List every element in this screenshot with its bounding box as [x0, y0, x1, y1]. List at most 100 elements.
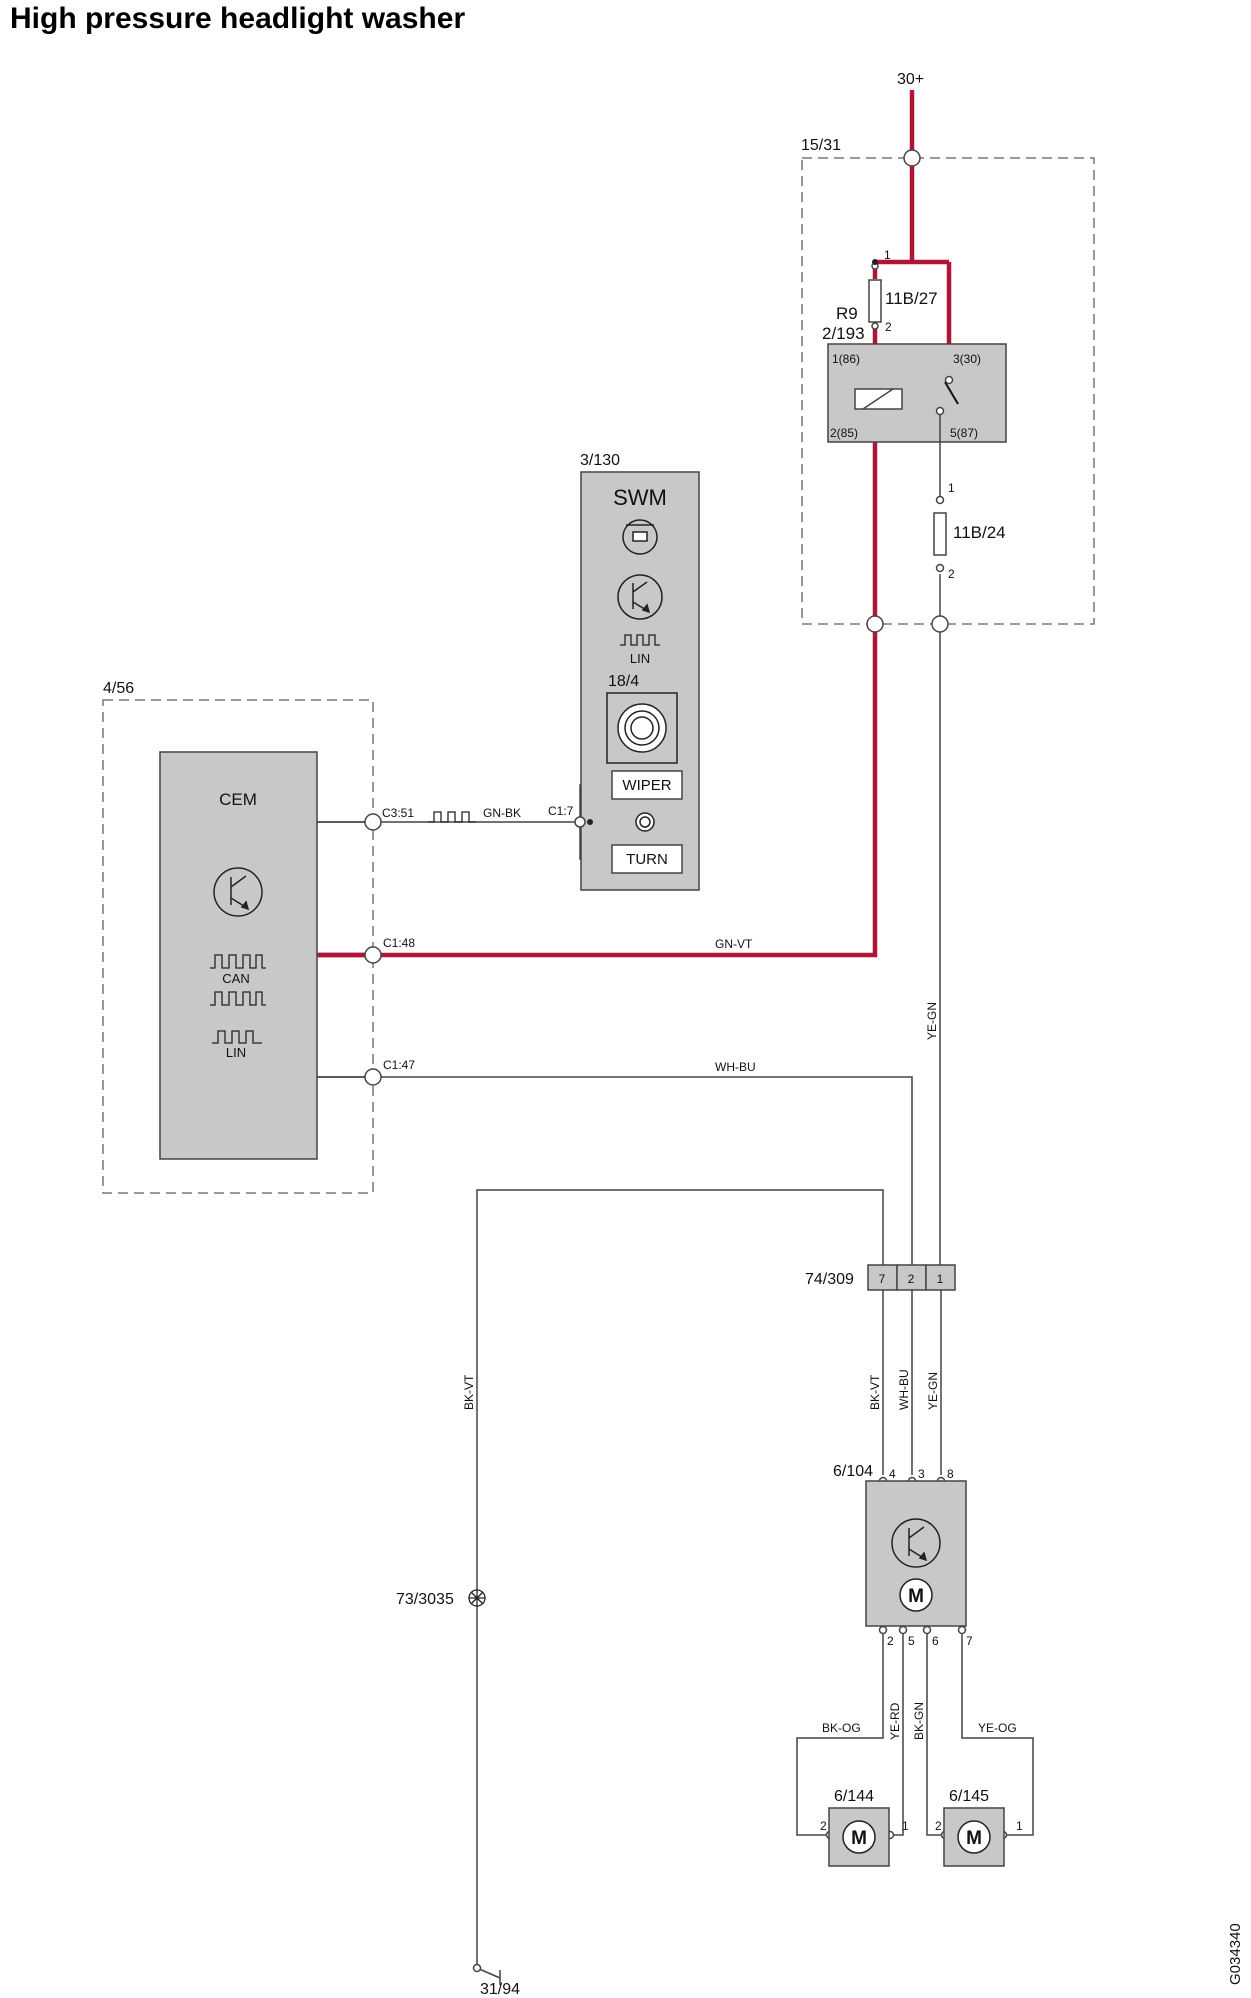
ground-node: [472, 1963, 482, 1973]
gn-bk-pulse-icon: [428, 811, 476, 823]
module-pin-b6: 6: [932, 1634, 939, 1648]
fuse-11b27-label: 11B/27: [885, 289, 938, 308]
wire-bk-gn: [926, 1626, 945, 1836]
wire-label-gn-bk: GN-BK: [483, 806, 521, 820]
pin-relay-30: [944, 375, 954, 385]
drawing-number: G034340: [1227, 1923, 1244, 1985]
module-pin-4: 4: [889, 1467, 896, 1481]
swm-id: 3/130: [580, 452, 620, 469]
relay-id-label: 2/193: [822, 324, 865, 343]
motor-right-pin-2: 2: [935, 1819, 942, 1833]
relay-pin-30: 3(30): [953, 352, 981, 366]
connector-74-309-id: 74/309: [805, 1271, 854, 1288]
relay-coil-diagonal: [862, 388, 894, 410]
fuse-pin-1-label: 1: [884, 248, 891, 262]
motor-right-box: [943, 1807, 1005, 1867]
module-pin-3: 3: [918, 1467, 925, 1481]
rotary-switch-icon: [606, 692, 678, 764]
wire-wh-bu: [317, 1076, 913, 1265]
wire-label-bk-vt-1: BK-VT: [462, 1374, 476, 1410]
turn-label: TURN: [626, 851, 668, 868]
splice-id: 73/3035: [396, 1591, 454, 1608]
module-pin-b5: 5: [908, 1634, 915, 1648]
wire-label-ye-og: YE-OG: [978, 1721, 1017, 1735]
relay-switch-contact: [944, 381, 959, 405]
motor-left-pin-2: 2: [820, 1819, 827, 1833]
ground-label: 31/94: [480, 1981, 520, 1998]
fuse-pin-2-label: 2: [885, 320, 892, 334]
module-pin-b7: 7: [966, 1634, 973, 1648]
cem-module: [159, 751, 318, 1160]
wire-label-ye-gn-2: YE-GN: [926, 1372, 940, 1410]
swm-lin-label: LIN: [630, 651, 650, 666]
module-pin-8: 8: [947, 1467, 954, 1481]
pin-mod-b6: [922, 1625, 932, 1635]
lin-pulse-icon: [620, 634, 660, 646]
wire-label-bk-og: BK-OG: [822, 1721, 861, 1735]
motor-right-id: 6/145: [949, 1788, 989, 1805]
connector-74-309: [867, 1264, 956, 1291]
node-c147: [364, 1068, 382, 1086]
wire-gn-vt: [317, 624, 878, 958]
washer-transistor-icon: [891, 1518, 941, 1568]
connector-c147: C1:47: [383, 1058, 415, 1072]
cem-name: CEM: [219, 790, 257, 809]
switch-id: 18/4: [608, 673, 639, 690]
turn-label-box: [611, 844, 683, 874]
pin-mod-b5: [898, 1625, 908, 1635]
supply-label: 30+: [897, 71, 924, 88]
wire-label-ye-rd: YE-RD: [888, 1702, 902, 1740]
motor-letter-left: M: [851, 1828, 867, 1849]
relay-ref-label: R9: [836, 304, 858, 323]
motor-left-id: 6/144: [834, 1788, 874, 1805]
relay-box-id: 15/31: [801, 137, 841, 154]
wire-ye-og: [961, 1626, 1034, 1836]
transistor-icon: [617, 574, 663, 620]
motor-right-pin-1: 1: [1016, 1819, 1023, 1833]
motor-left-icon: [842, 1820, 876, 1854]
pin-fuse24-1: [935, 495, 945, 505]
pin-fuse27-2: [871, 322, 879, 330]
wire-label-ye-gn-upper: YE-GN: [925, 1002, 939, 1040]
motor-icon: [899, 1578, 933, 1612]
motor-letter-right: M: [966, 1828, 982, 1849]
node-c148: [364, 946, 382, 964]
wire-bk-vt: [476, 1189, 884, 1968]
relay-pin-85: 2(85): [830, 426, 858, 440]
push-button-icon: [635, 812, 655, 832]
wiper-label-box: [611, 770, 683, 800]
wire-label-wh-bu: WH-BU: [715, 1060, 756, 1074]
connector-pin-1: 1: [937, 1272, 944, 1286]
motor-letter-module: M: [908, 1586, 924, 1607]
node-c351: [364, 813, 382, 831]
wiper-label: WIPER: [622, 777, 671, 794]
motor-left-pin-1: 1: [902, 1819, 909, 1833]
fuse24-pin-1-label: 1: [948, 481, 955, 495]
motor-right-icon: [957, 1820, 991, 1854]
node-boundary-right: [931, 615, 949, 633]
connector-pin-2: 2: [908, 1272, 915, 1286]
node-boundary-left: [866, 615, 884, 633]
node-15-31: [903, 149, 921, 167]
wire-label-bk-vt-2: BK-VT: [868, 1374, 882, 1410]
wire-ye-rd: [890, 1626, 904, 1836]
connector-c148: C1:48: [383, 936, 415, 950]
connector-pin-7: 7: [879, 1272, 886, 1286]
pin-fuse24-2: [935, 563, 945, 573]
splice-icon: [468, 1589, 486, 1607]
swm-name: SWM: [613, 485, 667, 510]
page-title: High pressure headlight washer: [10, 2, 466, 35]
pin-mod-b2: [878, 1625, 888, 1635]
connector-c351: C3:51: [382, 806, 414, 820]
cem-can-label: CAN: [222, 971, 249, 986]
swm-c17-pin: [574, 816, 586, 828]
can-pulse-icon-top: [210, 954, 266, 969]
module-pin-b2: 2: [887, 1634, 894, 1648]
lin-pulse-icon-cem: [212, 1030, 262, 1044]
steering-angle-sensor-icon: [622, 519, 658, 555]
connector-c17: C1:7: [548, 804, 574, 818]
fuse-11b24: [933, 512, 947, 556]
fuse-11b27: [868, 279, 882, 323]
wire-bk-og: [796, 1626, 884, 1836]
wire-label-gn-vt: GN-VT: [715, 937, 753, 951]
